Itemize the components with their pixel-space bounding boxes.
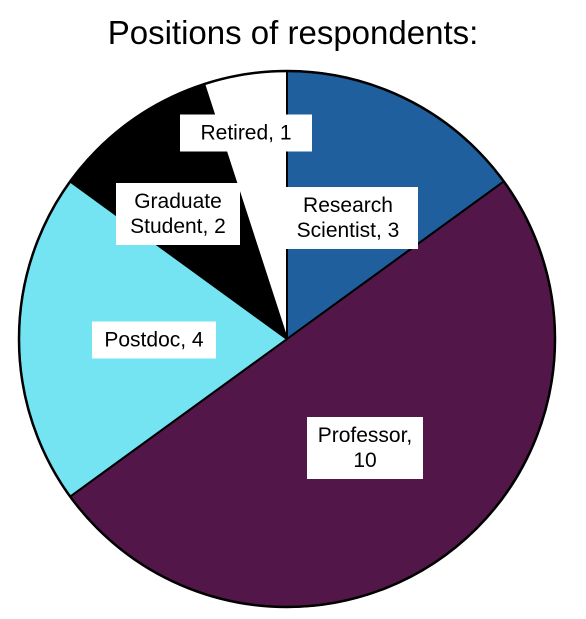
- slice-label-postdoc: Postdoc, 4: [92, 321, 216, 359]
- slice-label-text: Retired, 1: [200, 122, 291, 145]
- chart-title: Positions of respondents:: [107, 14, 479, 51]
- slice-label-box: [307, 417, 423, 479]
- slice-label-box: [116, 183, 240, 245]
- slice-label-text: Graduate: [134, 190, 222, 213]
- slice-label-text: Scientist, 3: [297, 219, 400, 242]
- pie-outline: [17, 69, 557, 609]
- slice-label-text: 10: [353, 449, 376, 472]
- slice-label-text: Postdoc, 4: [104, 329, 204, 352]
- slice-label-text: Professor,: [318, 424, 413, 447]
- slice-label-text: Student, 2: [130, 215, 226, 238]
- slice-label-box: [180, 114, 312, 152]
- slice-label-retired: Retired, 1: [180, 114, 312, 152]
- slice-label-professor: Professor,10: [307, 417, 423, 479]
- slice-label-box: [278, 187, 418, 249]
- slice-label-box: [92, 321, 216, 359]
- slice-label-text: Research: [303, 194, 393, 217]
